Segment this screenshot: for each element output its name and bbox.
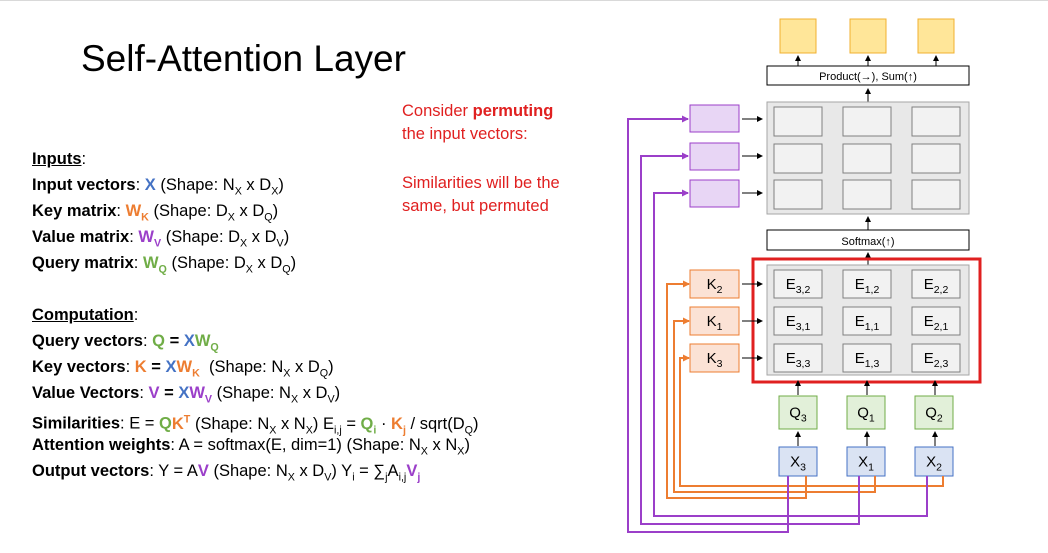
slide-title: Self-Attention Layer <box>81 38 406 79</box>
similarity-cell-3-2-label: E1,3 <box>855 350 880 370</box>
note-line-1: Consider permuting <box>402 102 554 120</box>
value-vectors-line: Value Vectors: V = XWV (Shape: NX x DV) <box>32 384 341 406</box>
similarities-line: Similarities: E = QKT (Shape: NX x NX) E… <box>32 413 479 436</box>
attention-weights-line: Attention weights: A = softmax(E, dim=1)… <box>32 436 470 458</box>
key-vectors-line: Key vectors: K = XWK (Shape: NX x DQ) <box>32 358 334 380</box>
value-box-2 <box>689 142 740 171</box>
key-box-3-label: K3 <box>707 350 723 370</box>
inputs-heading: Inputs <box>32 150 82 168</box>
query-vectors-line: Query vectors: Q = XWQ <box>32 332 219 354</box>
value-box-3 <box>689 179 740 208</box>
similarity-cell-1-2-label: E1,2 <box>855 276 880 296</box>
definitions-panel: Inputs: Input vectors: X (Shape: NX x DX… <box>32 150 479 484</box>
value-box-1 <box>689 104 740 133</box>
query-box-3: Q2 <box>914 395 954 430</box>
input-box-3: X2 <box>914 446 954 477</box>
query-box-3-label: Q2 <box>925 405 943 425</box>
query-matrix-line: Query matrix: WQ (Shape: DX x DQ) <box>32 254 297 276</box>
key-box-2-label: K1 <box>707 313 723 333</box>
similarity-cell-3-3: E2,3 <box>911 343 961 373</box>
key-box-3: K3 <box>689 343 740 373</box>
top-divider <box>0 0 1048 1</box>
query-box-2-label: Q1 <box>857 405 875 425</box>
similarity-cell-2-1-label: E3,1 <box>786 313 811 333</box>
output-vectors-line: Output vectors: Y = AV (Shape: NX x DV) … <box>32 462 421 484</box>
output-box-3 <box>917 18 955 54</box>
similarity-cell-3-1-label: E3,3 <box>786 350 811 370</box>
similarity-cell-3-2: E1,3 <box>842 343 892 373</box>
similarity-cell-1-3-label: E2,2 <box>924 276 949 296</box>
product-sum-label: Product(→), Sum(↑) <box>819 71 917 83</box>
input-vectors-line: Input vectors: X (Shape: NX x DX) <box>32 176 284 198</box>
input-box-2: X1 <box>846 446 886 477</box>
product-sum-box <box>766 65 970 86</box>
key-box-1-label: K2 <box>707 276 723 296</box>
similarity-cell-2-2: E1,1 <box>842 306 892 336</box>
softmax-box <box>766 229 970 251</box>
output-box-2 <box>849 18 887 54</box>
input-box-2-label: X1 <box>858 454 874 474</box>
similarity-cell-1-3: E2,2 <box>911 269 961 299</box>
input-box-1: X3 <box>778 446 818 477</box>
query-box-1-label: Q3 <box>789 405 807 425</box>
computation-heading: Computation <box>32 306 134 324</box>
key-box-2: K1 <box>689 306 740 336</box>
output-box-1 <box>779 18 817 54</box>
key-matrix-line: Key matrix: WK (Shape: DX x DQ) <box>32 202 279 224</box>
softmax-label: Softmax(↑) <box>841 236 894 248</box>
input-box-1-label: X3 <box>790 454 806 474</box>
similarity-cell-1-1: E3,2 <box>773 269 823 299</box>
similarity-cell-2-1: E3,1 <box>773 306 823 336</box>
input-box-3-label: X2 <box>926 454 942 474</box>
value-matrix-line: Value matrix: WV (Shape: DX x DV) <box>32 228 290 250</box>
similarity-cell-2-2-label: E1,1 <box>855 313 880 333</box>
similarity-cell-1-2: E1,2 <box>842 269 892 299</box>
note-line-2: the input vectors: <box>402 125 528 143</box>
note-line-3: Similarities will be the <box>402 174 560 192</box>
query-box-1: Q3 <box>778 395 818 430</box>
similarity-cell-3-1: E3,3 <box>773 343 823 373</box>
similarity-cell-2-3: E2,1 <box>911 306 961 336</box>
note-line-4: same, but permuted <box>402 197 549 215</box>
similarity-cell-2-3-label: E2,1 <box>924 313 949 333</box>
key-box-1: K2 <box>689 269 740 299</box>
similarity-cell-3-3-label: E2,3 <box>924 350 949 370</box>
query-box-2: Q1 <box>846 395 886 430</box>
similarity-cell-1-1-label: E3,2 <box>786 276 811 296</box>
